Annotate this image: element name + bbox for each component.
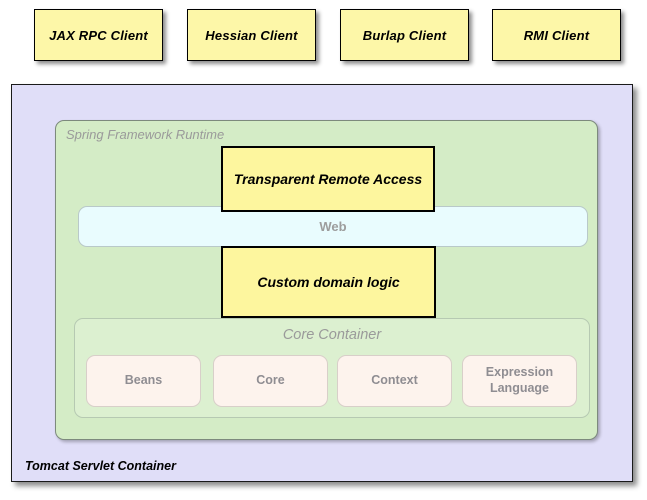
- custom-domain-logic-box[interactable]: Custom domain logic: [221, 246, 436, 318]
- client-label: JAX RPC Client: [49, 27, 148, 43]
- transparent-remote-access-box[interactable]: Transparent Remote Access: [221, 146, 435, 212]
- module-box-context[interactable]: Context: [337, 355, 452, 407]
- tomcat-servlet-container-label: Tomcat Servlet Container: [25, 459, 176, 473]
- module-label: Core: [256, 373, 285, 388]
- client-box-hessian[interactable]: Hessian Client: [187, 9, 316, 61]
- custom-domain-logic-label: Custom domain logic: [257, 274, 400, 290]
- module-label: Beans: [124, 373, 163, 388]
- core-container-box: Core Container Beans Core Context Expres…: [74, 318, 590, 418]
- client-label: Burlap Client: [362, 27, 447, 43]
- module-label: Context: [371, 373, 418, 388]
- client-box-burlap[interactable]: Burlap Client: [340, 9, 469, 61]
- client-box-jax-rpc[interactable]: JAX RPC Client: [34, 9, 163, 61]
- module-box-beans[interactable]: Beans: [86, 355, 201, 407]
- spring-framework-runtime-label: Spring Framework Runtime: [66, 127, 225, 142]
- module-label: Expression Language: [485, 365, 554, 395]
- client-box-rmi[interactable]: RMI Client: [492, 9, 621, 61]
- module-box-expression-language[interactable]: Expression Language: [462, 355, 577, 407]
- web-layer-box[interactable]: Web: [78, 206, 588, 247]
- core-container-label: Core Container: [282, 327, 382, 343]
- client-label: Hessian Client: [205, 27, 298, 43]
- web-layer-label: Web: [319, 219, 347, 234]
- client-label: RMI Client: [523, 27, 590, 43]
- transparent-remote-access-label: Transparent Remote Access: [233, 171, 423, 187]
- module-box-core[interactable]: Core: [213, 355, 328, 407]
